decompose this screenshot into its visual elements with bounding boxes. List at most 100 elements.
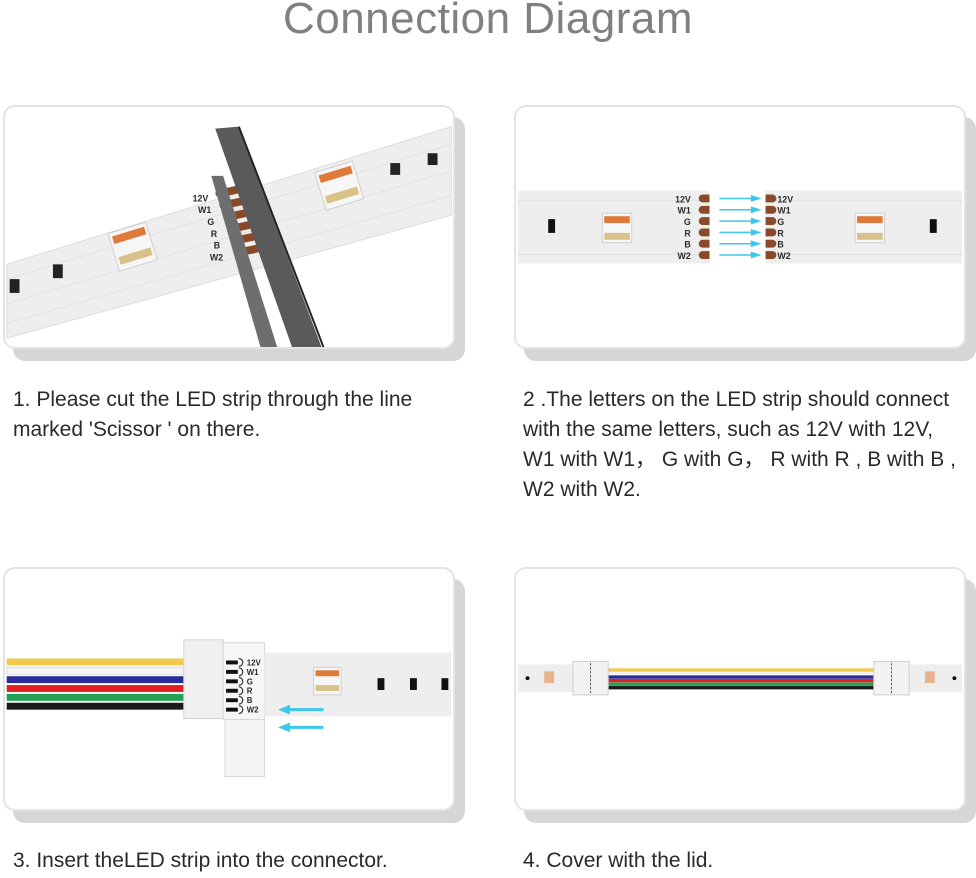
wire	[6, 658, 186, 666]
pad-label-left: 12V	[675, 194, 691, 204]
copper-pad-right	[765, 205, 777, 214]
pad-label-right: G	[777, 217, 784, 227]
pad-label-right: B	[777, 240, 783, 250]
resistor	[409, 678, 417, 690]
resistor	[9, 279, 20, 293]
step-4-caption: 4. Cover with the lid.	[523, 849, 714, 872]
connector-right	[873, 660, 910, 696]
step-2-caption: 2 .The letters on the LED strip should c…	[523, 388, 956, 501]
step-4-panel	[514, 567, 976, 823]
pin-label: B	[247, 696, 253, 705]
led-strip	[264, 652, 452, 717]
step-3-caption: 3. Insert theLED strip into the connecto…	[13, 849, 388, 872]
pin-label: 12V	[247, 658, 262, 667]
arrow-head-icon	[750, 228, 762, 236]
led-chip	[924, 671, 935, 684]
pin	[226, 688, 238, 693]
pad-label: 12V	[193, 193, 209, 203]
pad-label: R	[211, 229, 218, 239]
wire-bundle	[6, 658, 187, 710]
pad-label-left: R	[684, 228, 691, 238]
copper-pad-right	[765, 239, 777, 248]
pin	[226, 660, 238, 665]
pin-label: W2	[247, 706, 259, 715]
arrow-head-icon	[750, 206, 762, 214]
arrow-head-icon	[750, 240, 762, 248]
arrow-head-icon	[750, 217, 762, 225]
led-chip	[313, 666, 342, 696]
scissor-blade-lower	[211, 175, 278, 347]
resistor	[441, 678, 449, 690]
pin-label: W1	[247, 668, 259, 677]
copper-pad-left	[698, 239, 710, 248]
wire-bundle	[608, 668, 874, 690]
resistor	[377, 678, 385, 690]
led-chip	[107, 221, 158, 272]
pad-label-left: G	[684, 217, 691, 227]
copper-pad-left	[698, 217, 710, 226]
copper-pad-left	[698, 228, 710, 237]
copper-pad-right	[765, 228, 777, 237]
resistor	[548, 219, 556, 233]
pad-label-left: W2	[678, 251, 691, 261]
led-chip	[544, 671, 555, 684]
pin-contact	[238, 676, 244, 686]
pin	[226, 679, 238, 684]
wire	[6, 685, 186, 692]
wire	[608, 682, 874, 686]
pin-contact	[238, 695, 244, 705]
page-title: Connection Diagram	[282, 0, 694, 43]
pad-label: W2	[210, 252, 223, 262]
connector-lid	[224, 719, 265, 778]
wire	[608, 675, 874, 679]
pin-contact	[238, 657, 244, 667]
copper-pad-left	[698, 205, 710, 214]
pin	[226, 669, 238, 674]
pad-label-left: W1	[678, 206, 691, 216]
wire	[6, 676, 186, 684]
copper-pad-right	[765, 251, 777, 259]
pad-label: W1	[198, 205, 211, 215]
pad-label: G	[207, 217, 214, 227]
copper-pad-left	[698, 194, 710, 203]
pad-label-right: R	[777, 228, 784, 238]
pin-contact	[238, 686, 244, 696]
pin	[226, 707, 238, 712]
copper-pad-right	[765, 194, 777, 203]
pad-label: B	[214, 241, 220, 251]
connected-cable-illustration	[517, 660, 963, 696]
pad-label-right: 12V	[777, 194, 793, 204]
pin-contact	[238, 667, 244, 677]
arrow-head-icon	[750, 251, 762, 259]
pad-label-right: W1	[777, 206, 790, 216]
led-chip	[601, 212, 633, 244]
pad-label-left: B	[684, 240, 690, 250]
wire	[608, 668, 874, 672]
copper-pad-right	[765, 217, 777, 226]
insert-arrows	[278, 704, 324, 733]
resistor	[929, 219, 937, 233]
led-chip	[313, 160, 365, 211]
wire	[6, 702, 186, 710]
led-chip	[854, 212, 886, 244]
resistor	[427, 153, 438, 166]
wire	[608, 686, 874, 690]
pin-label: G	[247, 677, 253, 686]
pin-label: R	[247, 687, 253, 696]
step-4-illustration	[514, 567, 966, 811]
scissor-blade-upper	[215, 126, 322, 347]
wire	[608, 671, 874, 676]
wire	[6, 693, 186, 701]
